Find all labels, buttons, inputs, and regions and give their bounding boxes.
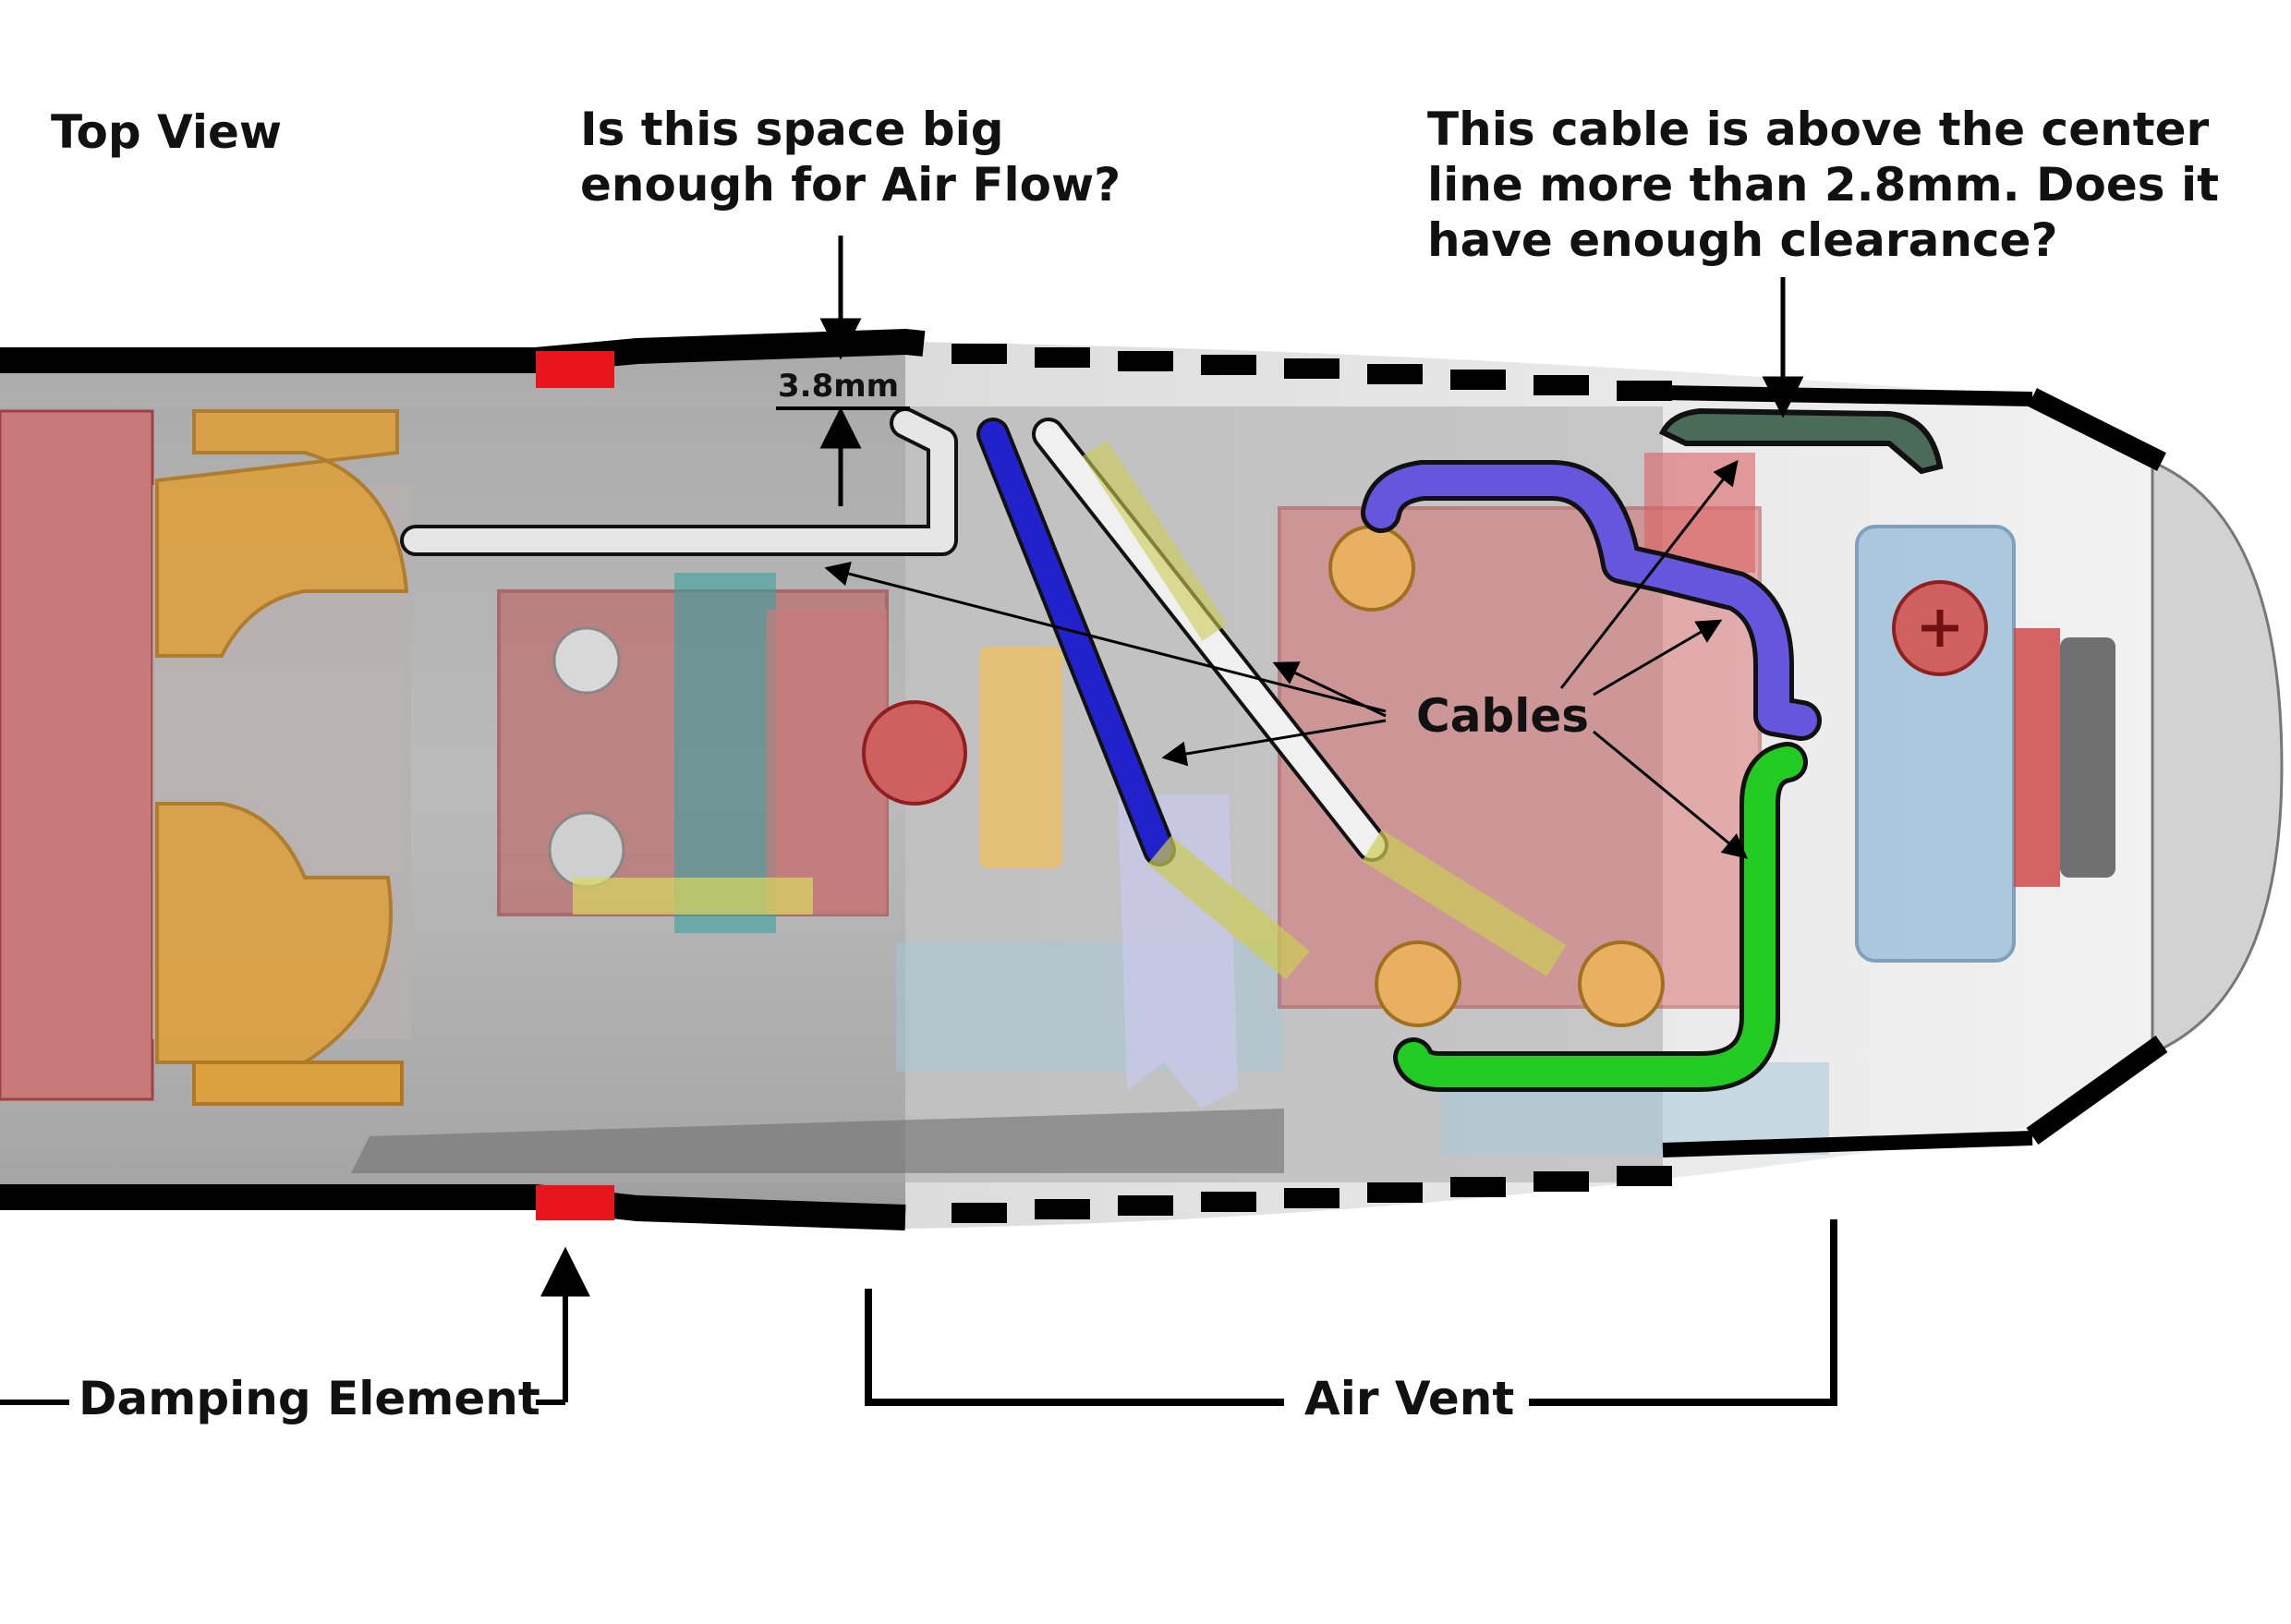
outline-bottom (0, 1184, 906, 1230)
clearance-question: This cable is above the center line more… (1427, 103, 2220, 267)
airflow-question: Is this space big enough for Air Flow? (580, 103, 1121, 212)
nose-red-block (2014, 628, 2060, 887)
fan-blade-upper-icon (155, 409, 409, 658)
nose-disc-stack (2060, 637, 2115, 878)
air-vent-bracket-left (865, 1289, 1284, 1406)
cables-arrow-2 (1272, 661, 1387, 718)
air-vent-label: Air Vent (1304, 1372, 1515, 1425)
motor-housing (0, 409, 154, 1101)
yellow-connector-strip (573, 878, 813, 915)
fan-orange-lower-left-icon (1375, 940, 1461, 1027)
cable-yellow-harness-1 (1147, 835, 1310, 980)
fan-orange-lower-right-icon (1578, 940, 1665, 1027)
cables-arrow-6 (1593, 730, 1749, 859)
damping-element-bottom (536, 1185, 614, 1220)
screw-cross-icon (1921, 610, 1958, 647)
cable-green-fill (1398, 746, 1803, 1087)
outline-top (0, 328, 926, 373)
red-knob-icon (862, 700, 967, 806)
cable-blue-fill (980, 421, 1172, 863)
fan-blade-lower-icon (155, 802, 393, 1064)
vent-slots-bottom (952, 1166, 1672, 1223)
lower-shadow (351, 1109, 1284, 1173)
cable-white-diagonal-fill (1036, 421, 1385, 858)
cables (400, 407, 1944, 1092)
damping-callout (0, 1246, 590, 1405)
vent-slots-top (952, 344, 1672, 401)
outline-front-top (1662, 385, 2033, 406)
leader-arrows (824, 277, 1804, 859)
cable-white-long-fill (404, 411, 954, 552)
yellow-disc-stack (979, 647, 1062, 868)
cable-yellow-harness-3 (1082, 440, 1228, 641)
nose-cap (2151, 459, 2284, 1056)
outline-front-bottom (1662, 1131, 2033, 1157)
damping-element-label: Damping Element (79, 1372, 540, 1425)
cables-arrow-5 (1593, 619, 1723, 697)
cables-arrow-4 (1559, 459, 1739, 689)
fan-orange-upper-icon (1328, 525, 1415, 612)
cable-yellow-harness-2 (1362, 830, 1567, 976)
air-vent-bracket (865, 1219, 1837, 1406)
fan-bar-bottom (192, 1060, 404, 1106)
top-view-label: Top View (51, 105, 283, 159)
cable-purple-fill (1365, 465, 1817, 736)
cables-arrow-3 (1161, 719, 1387, 767)
knob-lower-icon (548, 811, 625, 889)
cables-label: Cables (1416, 689, 1590, 743)
air-vent-bracket-right (1529, 1219, 1837, 1406)
gap-dimension-value: 3.8mm (778, 368, 900, 405)
gap-dimension-marker (776, 236, 910, 506)
electronics-mid (497, 573, 1284, 1109)
cable-top-right (1658, 407, 1944, 475)
damping-element-top (536, 351, 614, 388)
teal-connector (674, 573, 776, 933)
outline-nose-bottom (2026, 1036, 2168, 1145)
outline-nose-top (2028, 388, 2166, 471)
rear-motor (0, 409, 411, 1106)
cables-arrow-1 (824, 561, 1387, 713)
air-vent-slots (952, 344, 1672, 1223)
knob-upper-icon (552, 626, 621, 695)
